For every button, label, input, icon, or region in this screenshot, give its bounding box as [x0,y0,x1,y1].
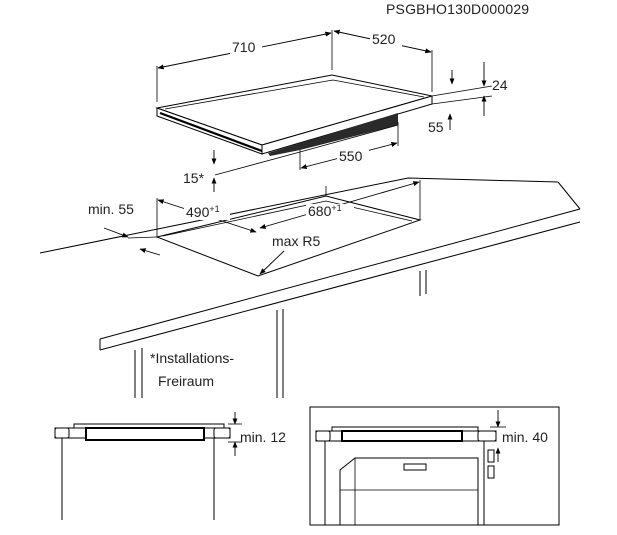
dim-cutout-width: 680+1 [259,180,421,229]
dim-thickness-label: 24 [492,77,508,93]
figure-code: PSGBHO130D000029 [386,1,529,17]
dim-corner-radius: max R5 [259,233,320,275]
dim-corner-radius-label: max R5 [272,233,320,249]
dim-width-label: 710 [232,39,256,55]
dim-min-front: min. 55 [88,201,161,256]
dim-width: 710 [156,30,333,102]
detail-right: min. 40 [309,406,560,526]
detail-right-label: min. 40 [502,429,548,445]
footnote: *Installations- Freiraum [150,350,234,389]
dim-depth-label: 520 [372,31,396,47]
hob [155,74,433,176]
detail-left: min. 12 [54,412,286,520]
dim-cutout-depth: 490+1 [156,198,257,237]
dim-depth: 520 [333,29,433,92]
dim-cutout-depth-label: 490+1 [186,204,220,220]
dim-under-depth-label: 55 [428,119,444,135]
dim-under-width: 550 [300,141,398,170]
footnote-line2: Freiraum [158,373,214,389]
dim-thickness: 24 [431,62,508,116]
detail-left-label: min. 12 [240,429,286,445]
footnote-line1: *Installations- [150,350,234,366]
dim-under-depth: 55 [428,113,453,135]
dim-under-width-label: 550 [339,148,363,164]
dim-clearance: 15* [183,150,217,192]
dim-cutout-width-label: 680+1 [308,203,342,219]
dim-min-front-label: min. 55 [88,201,134,217]
dim-clearance-label: 15* [183,170,205,186]
